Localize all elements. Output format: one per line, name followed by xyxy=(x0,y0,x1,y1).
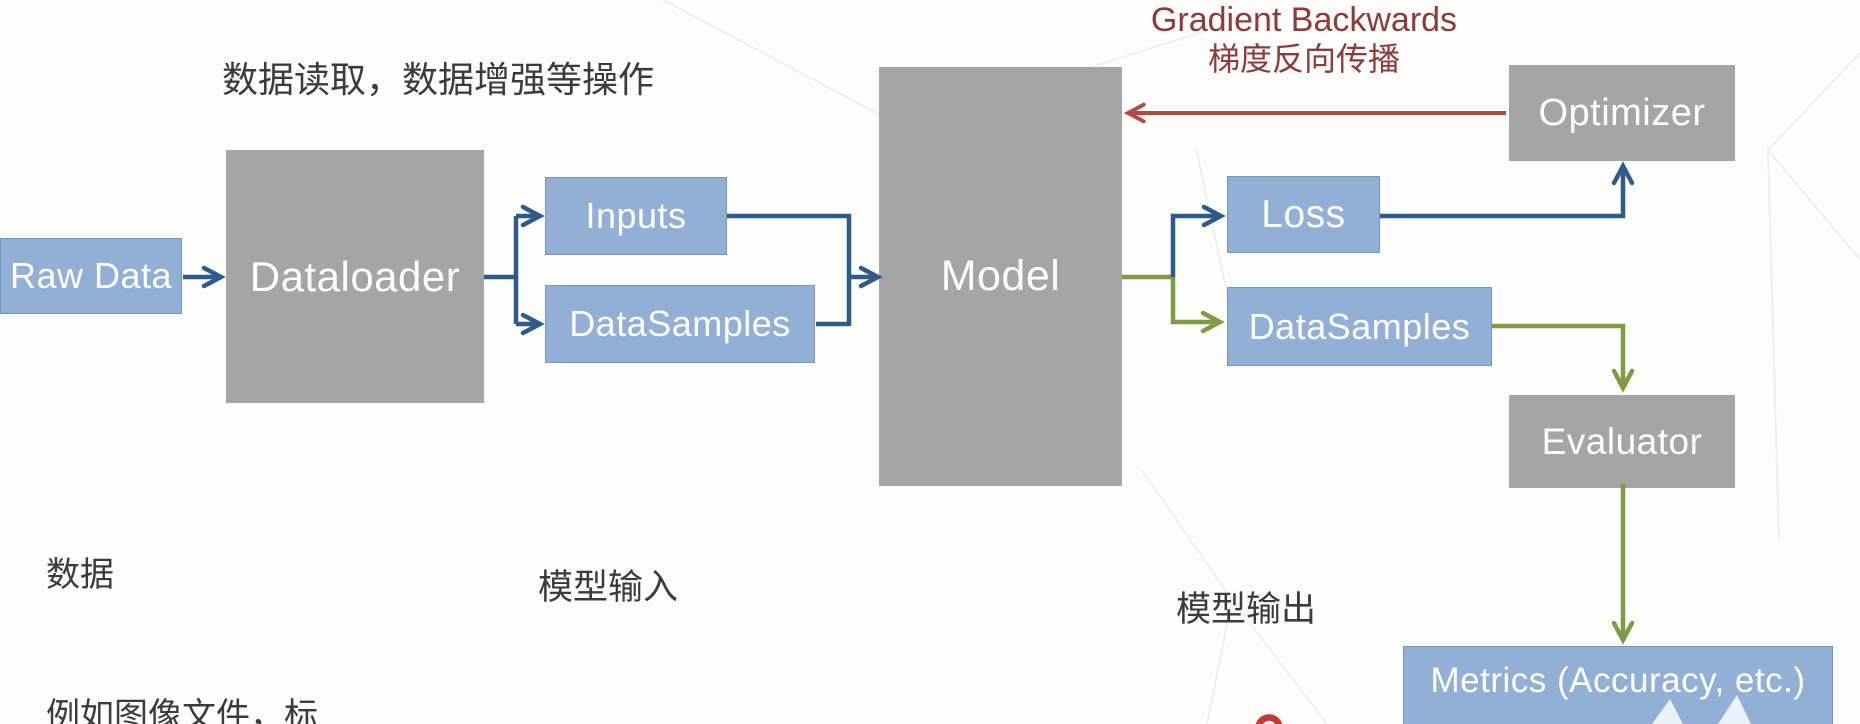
node-inputs-label: Inputs xyxy=(585,195,687,236)
node-model: Model xyxy=(879,67,1122,486)
gradient-backwards-en: Gradient Backwards xyxy=(1150,1,1458,39)
node-datasamples-in-label: DataSamples xyxy=(569,303,791,344)
gradient-backwards-zh: 梯度反向传播 xyxy=(1207,41,1400,77)
note-gradient-backwards: Gradient Backwards 梯度反向传播 xyxy=(1118,0,1490,78)
note-line: 模型输入 xyxy=(538,568,679,607)
node-model-label: Model xyxy=(940,252,1061,300)
node-loss: Loss xyxy=(1227,176,1380,253)
node-datasamples-out-label: DataSamples xyxy=(1248,305,1471,347)
node-evaluator-label: Evaluator xyxy=(1541,420,1703,462)
node-metrics-label: Metrics (Accuracy, etc.) xyxy=(1430,661,1806,700)
note-raw-data-description: 数据 例如图像文件，标 注文件等 xyxy=(46,458,318,724)
node-evaluator: Evaluator xyxy=(1509,395,1735,488)
node-loss-label: Loss xyxy=(1261,192,1346,236)
node-raw-data: Raw Data xyxy=(0,238,182,314)
note-line: Inputs: torch.Tensor，图片张量 xyxy=(538,718,1020,724)
connector-datasamples-out-to-evaluator xyxy=(1492,323,1635,393)
note-line: 数据 xyxy=(46,556,114,594)
note-line: 模型输出 xyxy=(1176,590,1317,629)
node-dataloader-label: Dataloader xyxy=(249,252,461,300)
node-inputs: Inputs xyxy=(545,177,727,255)
note-model-input-description: 模型输入 Inputs: torch.Tensor，图片张量 DataSampl… xyxy=(538,458,1020,724)
node-dataloader: Dataloader xyxy=(226,150,484,403)
note-dataloader-operations: 数据读取，数据增强等操作 xyxy=(222,59,655,100)
node-datasamples-out: DataSamples xyxy=(1227,287,1492,366)
node-optimizer: Optimizer xyxy=(1509,65,1735,161)
connector-model-to-datasamples-out xyxy=(1170,277,1225,334)
node-optimizer-label: Optimizer xyxy=(1538,91,1706,134)
node-raw-data-label: Raw Data xyxy=(9,255,173,296)
note-line: 例如图像文件，标 xyxy=(46,697,318,724)
note-model-output-description: 模型输出 DataSamples:预测结果等 xyxy=(1176,480,1571,724)
connector-loss-to-optimizer xyxy=(1380,161,1635,219)
connector-model-to-loss xyxy=(1170,204,1226,277)
node-metrics: Metrics (Accuracy, etc.) xyxy=(1403,646,1833,724)
node-datasamples-in: DataSamples xyxy=(545,285,815,363)
